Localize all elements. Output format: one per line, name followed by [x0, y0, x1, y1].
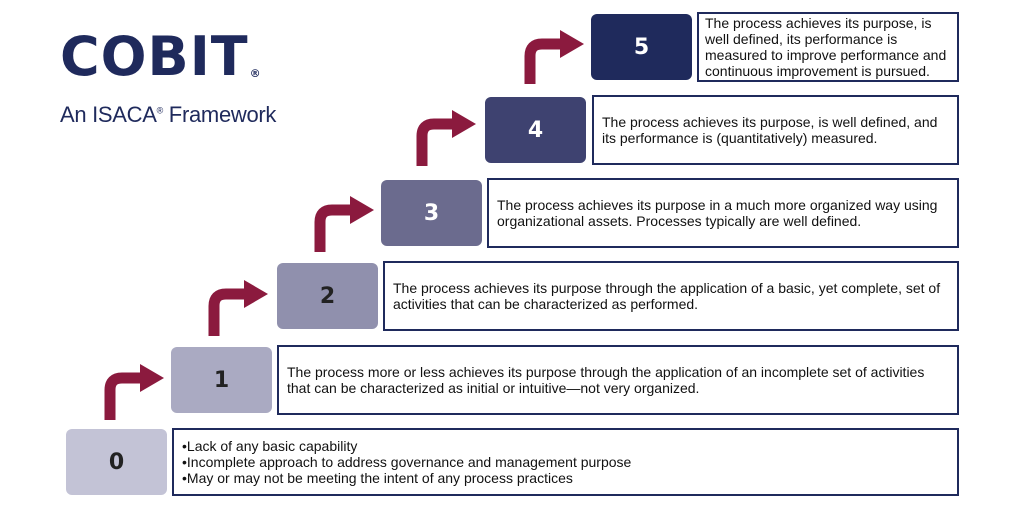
logo-subtitle-prefix: An ISACA [60, 102, 157, 127]
logo-name: COBIT [60, 25, 249, 88]
level-5-description: The process achieves its purpose, is wel… [697, 12, 959, 82]
level-4-number: 4 [527, 117, 544, 143]
level-3-number: 3 [423, 200, 440, 226]
logo-subtitle-suffix: Framework [163, 102, 277, 127]
level-2-text: The process achieves its purpose through… [393, 280, 941, 312]
level-1-step: 1 [171, 347, 272, 413]
level-0-bullet: May or may not be meeting the intent of … [182, 470, 631, 486]
level-4-text: The process achieves its purpose, is wel… [602, 114, 938, 146]
level-0-bullet-list: Lack of any basic capability Incomplete … [182, 438, 631, 486]
level-3-step: 3 [381, 180, 482, 246]
level-4-step: 4 [485, 97, 586, 163]
curved-arrow-icon-5 [524, 30, 584, 84]
logo-registered-mark: ® [249, 67, 262, 80]
level-5-step: 5 [591, 14, 692, 80]
level-0-number: 0 [108, 449, 125, 475]
level-5-number: 5 [633, 34, 650, 60]
level-1-number: 1 [213, 367, 230, 393]
level-2-description: The process achieves its purpose through… [383, 261, 959, 331]
logo-subtitle: An ISACA® Framework [60, 102, 276, 128]
level-0-bullet: Incomplete approach to address governanc… [182, 454, 631, 470]
level-2-number: 2 [319, 283, 336, 309]
level-1-text: The process more or less achieves its pu… [287, 364, 925, 396]
level-0-bullet: Lack of any basic capability [182, 438, 631, 454]
level-3-text: The process achieves its purpose in a mu… [497, 197, 938, 229]
curved-arrow-icon-1 [104, 364, 164, 420]
level-0-step: 0 [66, 429, 167, 495]
level-2-step: 2 [277, 263, 378, 329]
level-4-description: The process achieves its purpose, is wel… [592, 95, 959, 165]
curved-arrow-icon-2 [208, 280, 268, 336]
level-3-description: The process achieves its purpose in a mu… [487, 178, 959, 248]
cobit-logo: COBIT® [60, 30, 262, 84]
level-5-text: The process achieves its purpose, is wel… [705, 15, 947, 79]
curved-arrow-icon-4 [416, 110, 476, 166]
curved-arrow-icon-3 [314, 196, 374, 252]
level-1-description: The process more or less achieves its pu… [277, 345, 959, 415]
logo-subtitle-reg: ® [156, 105, 164, 116]
level-0-description: Lack of any basic capability Incomplete … [172, 428, 959, 496]
